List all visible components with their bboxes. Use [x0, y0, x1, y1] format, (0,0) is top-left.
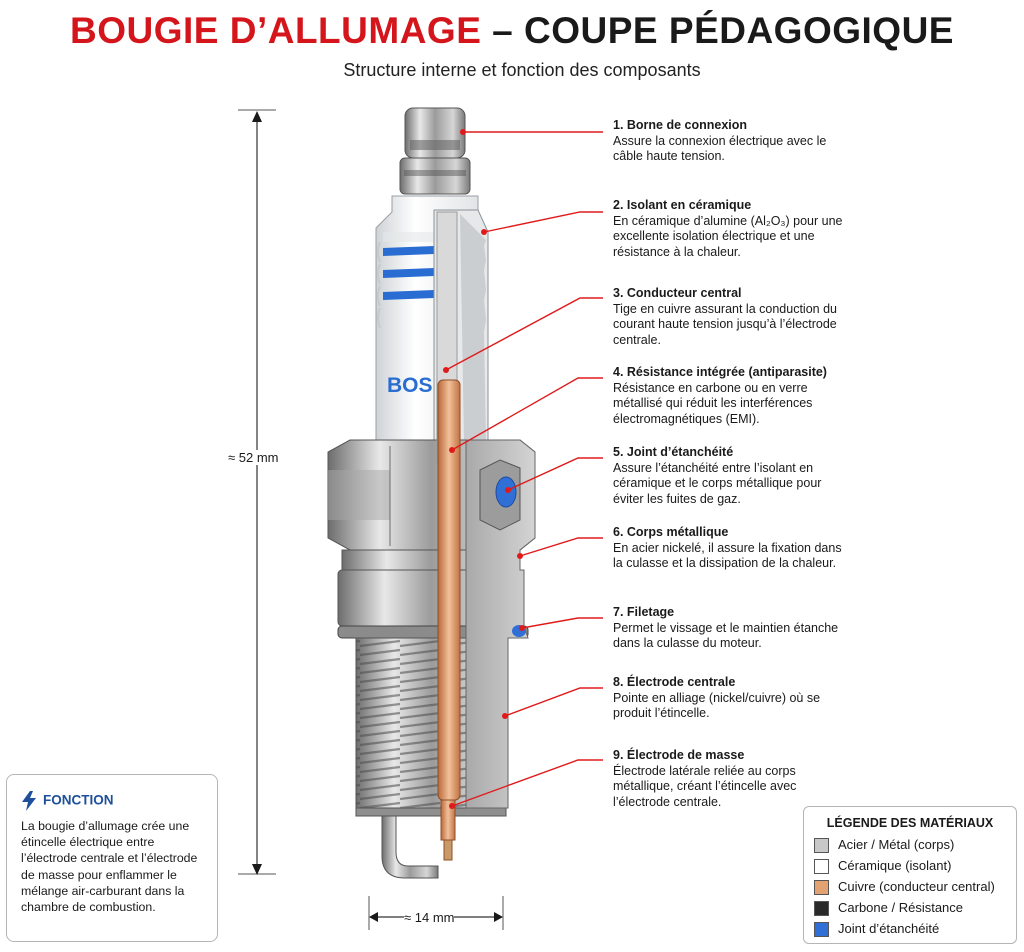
- legend-item-copper: Cuivre (conducteur central): [814, 878, 995, 896]
- brand-text: BOS: [387, 374, 433, 397]
- legend-swatch: [814, 922, 829, 938]
- callout-title: 2. Isolant en céramique: [613, 198, 752, 212]
- callout-text: Tige en cuivre assurant la conduction du…: [613, 301, 837, 347]
- leader-dots: [443, 129, 525, 809]
- materials-legend: LÉGENDE DES MATÉRIAUX Acier / Métal (cor…: [803, 806, 1017, 944]
- callout-text: Assure l’étanchéité entre l’isolant en c…: [613, 460, 822, 506]
- callout-title: 5. Joint d’étanchéité: [613, 445, 734, 459]
- callout-text: Pointe en alliage (nickel/cuivre) où se …: [613, 690, 821, 721]
- center-conductor: [436, 211, 461, 861]
- ground-electrode: [381, 815, 439, 879]
- callout-text: Résistance en carbone ou en verre métall…: [613, 380, 813, 426]
- fonction-box: FONCTION La bougie d’allumage crée une é…: [6, 774, 218, 942]
- fonction-heading: FONCTION: [43, 792, 114, 808]
- legend-label: Céramique (isolant): [838, 858, 952, 873]
- callout-title: 3. Conducteur central: [613, 286, 742, 300]
- legend-label: Cuivre (conducteur central): [838, 879, 995, 894]
- callout-7: 7. Filetage Permet le vissage et le main…: [613, 605, 843, 652]
- title-part-red: BOUGIE D’ALLUMAGE: [70, 10, 482, 51]
- width-dimension-label: ≈ 14 mm: [404, 910, 455, 925]
- legend-label: Carbone / Résistance: [838, 900, 964, 915]
- legend-swatch: [814, 880, 829, 896]
- leader-lines: [445, 131, 603, 807]
- callout-1: 1. Borne de connexion Assure la connexio…: [613, 118, 843, 165]
- legend-swatch: [814, 901, 829, 917]
- callout-9: 9. Électrode de masse Électrode latérale…: [613, 748, 843, 810]
- callout-title: 7. Filetage: [613, 605, 675, 619]
- legend-item-steel: Acier / Métal (corps): [814, 836, 954, 854]
- title-part-dark: – COUPE PÉDAGOGIQUE: [481, 10, 954, 51]
- legend-swatch: [814, 838, 829, 854]
- callout-title: 8. Électrode centrale: [613, 675, 736, 689]
- callout-5: 5. Joint d’étanchéité Assure l’étanchéit…: [613, 445, 843, 507]
- callout-4: 4. Résistance intégrée (antiparasite) Ré…: [613, 365, 843, 427]
- height-dimension: [238, 109, 276, 875]
- callout-text: Assure la connexion électrique avec le c…: [613, 133, 827, 164]
- legend-item-ceramic: Céramique (isolant): [814, 857, 951, 875]
- page-title: BOUGIE D’ALLUMAGE – COUPE PÉDAGOGIQUE: [0, 10, 1024, 52]
- lightning-bolt-icon: [22, 791, 36, 811]
- legend-swatch: [814, 859, 829, 875]
- legend-item-seal: Joint d’étanchéité: [814, 920, 939, 938]
- callout-text: Permet le vissage et le maintien étanche…: [613, 620, 839, 651]
- callout-text: Électrode latérale reliée au corps métal…: [613, 763, 797, 809]
- body-cut-section: [465, 439, 536, 809]
- page-subtitle: Structure interne et fonction des compos…: [343, 60, 701, 80]
- width-dimension: [368, 896, 504, 930]
- height-dimension-label: ≈ 52 mm: [228, 450, 279, 465]
- legend-label: Joint d’étanchéité: [838, 921, 940, 936]
- callout-3: 3. Conducteur central Tige en cuivre ass…: [613, 286, 843, 348]
- callout-text: En acier nickelé, il assure la fixation …: [613, 540, 842, 571]
- callout-text: En céramique d’alumine (Al₂O₃) pour une …: [613, 213, 843, 259]
- callout-8: 8. Électrode centrale Pointe en alliage …: [613, 675, 843, 722]
- spark-plug: [327, 107, 536, 879]
- callout-title: 4. Résistance intégrée (antiparasite): [613, 365, 827, 379]
- legend-item-carbon: Carbone / Résistance: [814, 899, 963, 917]
- callout-6: 6. Corps métallique En acier nickelé, il…: [613, 525, 843, 572]
- legend-label: Acier / Métal (corps): [838, 837, 955, 852]
- callout-title: 9. Électrode de masse: [613, 748, 745, 762]
- callout-title: 1. Borne de connexion: [613, 118, 748, 132]
- legend-heading: LÉGENDE DES MATÉRIAUX: [826, 816, 994, 830]
- fonction-text: La bougie d’allumage crée une étincelle …: [21, 819, 198, 915]
- terminal-nut: [399, 107, 471, 195]
- callout-2: 2. Isolant en céramique En céramique d’a…: [613, 198, 843, 260]
- fonction-heading-row: FONCTION: [21, 791, 114, 811]
- callout-title: 6. Corps métallique: [613, 525, 729, 539]
